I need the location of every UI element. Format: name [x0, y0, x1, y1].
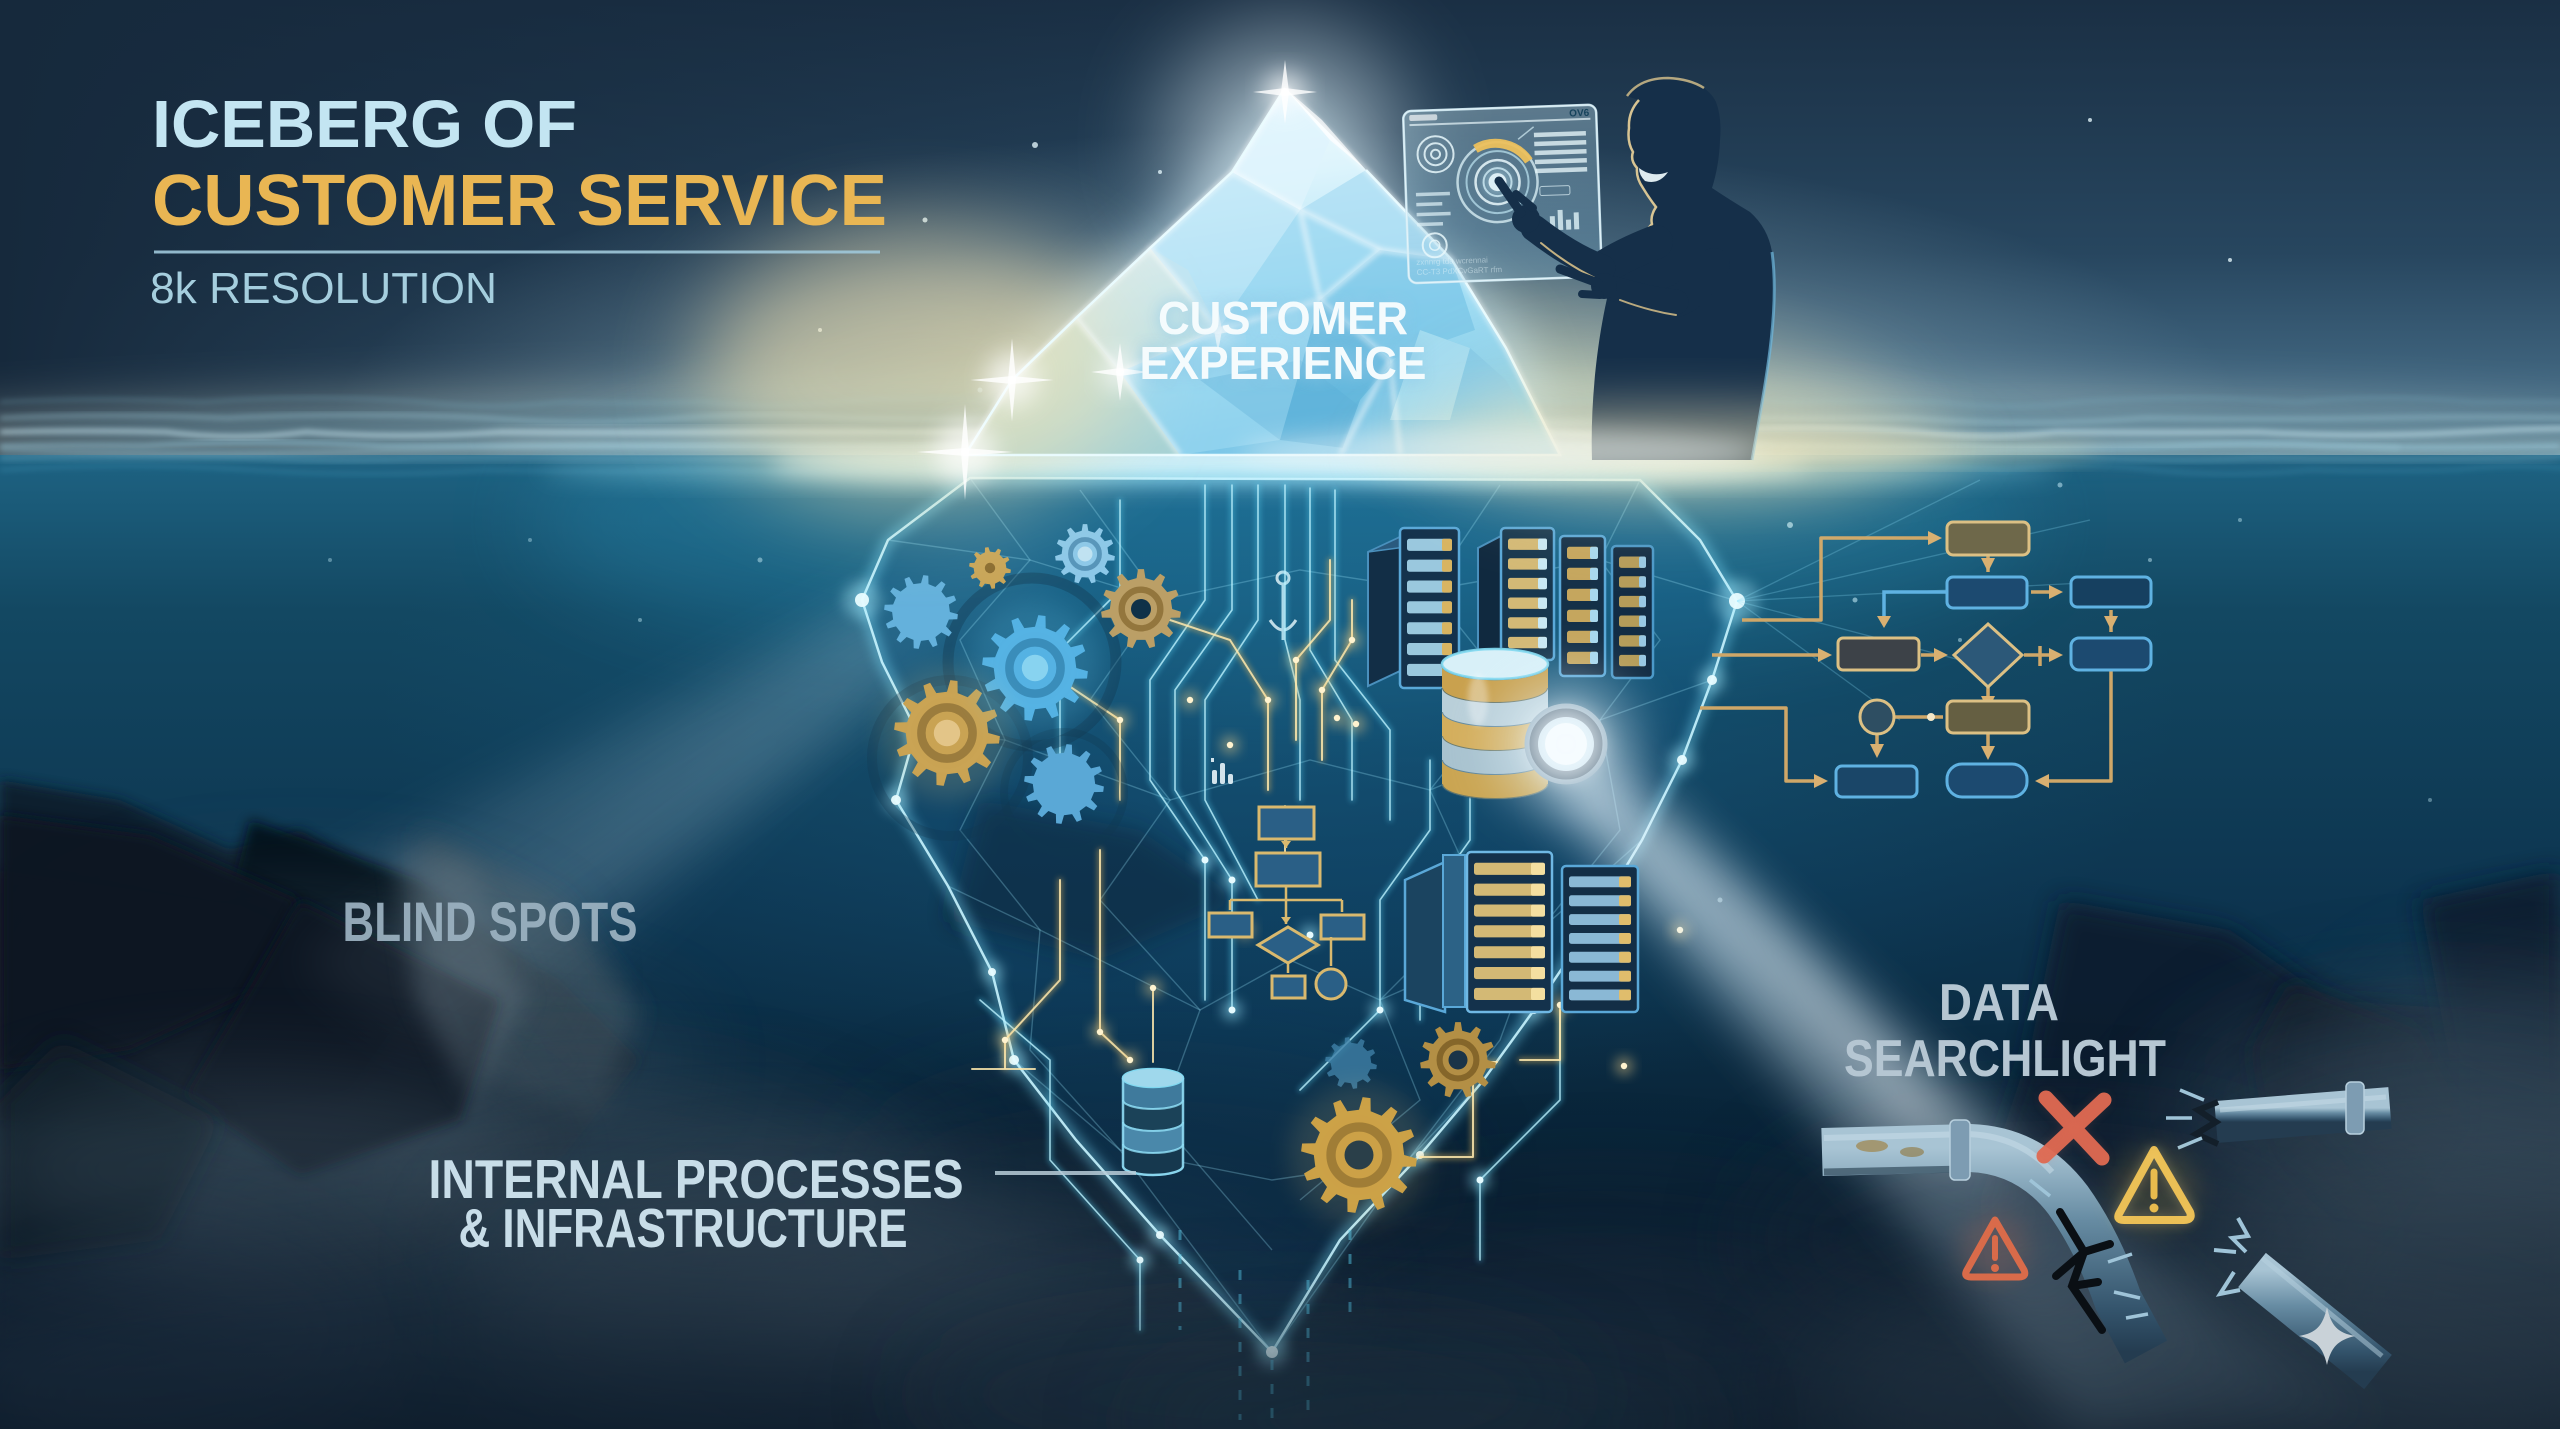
- svg-text:BLIND SPOTS: BLIND SPOTS: [343, 890, 638, 953]
- svg-text:ICEBERG OF: ICEBERG OF: [152, 87, 577, 162]
- svg-text:CUSTOMER: CUSTOMER: [1158, 292, 1408, 344]
- svg-text:zxnnrg tda wcrennai: zxnnrg tda wcrennai: [1416, 255, 1488, 267]
- svg-text:INTERNAL PROCESSES: INTERNAL PROCESSES: [429, 1148, 964, 1210]
- svg-text:& INFRASTRUCTURE: & INFRASTRUCTURE: [459, 1197, 908, 1259]
- svg-text:DATA: DATA: [1939, 974, 2059, 1032]
- svg-text:SEARCHLIGHT: SEARCHLIGHT: [1844, 1030, 2166, 1088]
- svg-text:CC-T3 PdXCvGaRT rfm: CC-T3 PdXCvGaRT rfm: [1416, 265, 1502, 277]
- svg-text:CUSTOMER SERVICE: CUSTOMER SERVICE: [152, 161, 887, 241]
- svg-text:EXPERIENCE: EXPERIENCE: [1140, 337, 1427, 389]
- svg-text:8k RESOLUTION: 8k RESOLUTION: [150, 264, 497, 313]
- svg-text:OV6: OV6: [1569, 108, 1590, 120]
